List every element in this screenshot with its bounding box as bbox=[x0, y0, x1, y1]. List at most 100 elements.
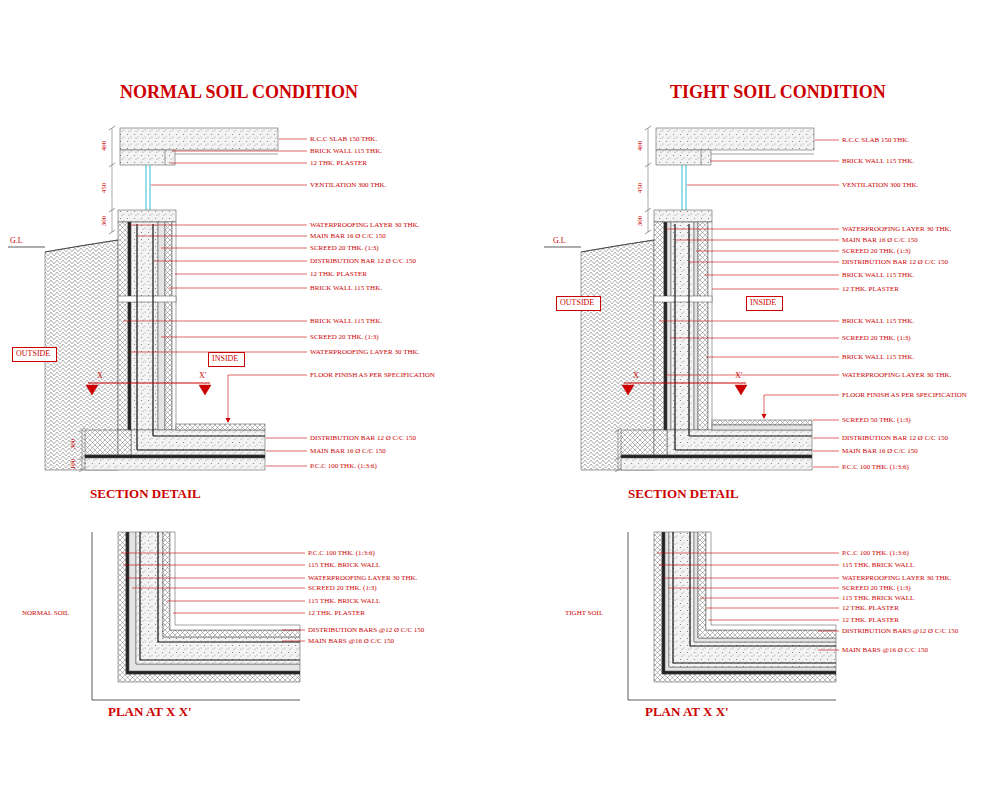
dimension-label: 400 bbox=[637, 141, 644, 152]
leader-line bbox=[161, 248, 307, 249]
dimension-label: X' bbox=[735, 372, 742, 380]
dimension-label: 300 bbox=[70, 439, 77, 450]
leader-line bbox=[228, 375, 307, 376]
callout-label: FLOOR FINISH AS PER SPECIFICATION bbox=[842, 392, 967, 399]
leader-line bbox=[127, 578, 305, 579]
leader-line bbox=[167, 601, 305, 602]
leader-line bbox=[666, 375, 839, 376]
dimension-label: NORMAL SOIL bbox=[22, 610, 69, 617]
leader-line bbox=[670, 338, 839, 339]
callout-label: P.C.C 100 THK. (1:3:6) bbox=[310, 463, 377, 470]
leader-line bbox=[279, 139, 307, 140]
leader-line bbox=[706, 608, 839, 609]
dimension-label: 450 bbox=[637, 183, 644, 194]
callout-label: WATERPROOFING LAYER 30 THK. bbox=[842, 575, 951, 582]
leader-arrow bbox=[226, 418, 231, 423]
leader-line bbox=[706, 357, 839, 358]
callout-label: FLOOR FINISH AS PER SPECIFICATION bbox=[310, 372, 435, 379]
leader-line bbox=[687, 185, 839, 186]
leader-line bbox=[154, 261, 307, 262]
region-label: OUTSIDE bbox=[560, 299, 597, 307]
leader-line bbox=[659, 321, 839, 322]
leader-line bbox=[132, 588, 305, 589]
leader-line bbox=[705, 275, 839, 276]
dimension-label: TIGHT SOIL bbox=[565, 610, 603, 617]
leader-line bbox=[818, 631, 839, 632]
callout-label: DISTRIBUTION BAR 12 Ø C/C 150 bbox=[310, 435, 416, 442]
leader-line bbox=[266, 466, 307, 467]
leader-line bbox=[764, 395, 839, 396]
heading-label: PLAN AT X X' bbox=[108, 705, 192, 718]
leader-line bbox=[815, 140, 839, 141]
leader-line bbox=[813, 438, 839, 439]
callout-label: BRICK WALL 115 THK. bbox=[842, 354, 914, 361]
callout-label: MAIN BAR 16 Ø C/C 150 bbox=[310, 448, 386, 455]
leader-line bbox=[659, 565, 839, 566]
callout-label: P.C.C 100 THK. (1:3:6) bbox=[308, 550, 375, 557]
dimension-label: 300 bbox=[101, 216, 108, 227]
leader-line bbox=[700, 598, 839, 599]
leader-line bbox=[666, 229, 839, 230]
leader-line bbox=[663, 578, 839, 579]
leader-line bbox=[123, 321, 307, 322]
dimension-label: X bbox=[633, 372, 639, 380]
callout-label: SCREED 20 THK. (1:3) bbox=[842, 585, 911, 592]
callout-label: DISTRIBUTION BAR 12 Ø C/C 150 bbox=[310, 258, 416, 265]
callout-label: R.C.C SLAB 150 THK. bbox=[310, 136, 377, 143]
region-label: INSIDE bbox=[750, 299, 779, 307]
callout-label: BRICK WALL 115 THK. bbox=[842, 158, 914, 165]
region-tag: OUTSIDE bbox=[12, 347, 57, 362]
leader-line bbox=[161, 337, 307, 338]
leader-line bbox=[696, 251, 839, 252]
heading-label: PLAN AT X X' bbox=[645, 705, 729, 718]
callout-label: MAIN BAR 16 Ø C/C 150 bbox=[310, 233, 386, 240]
dimension-label: 300 bbox=[637, 216, 644, 227]
leader-line bbox=[175, 274, 307, 275]
callout-label: BRICK WALL 115 THK. bbox=[310, 285, 382, 292]
callout-label: P.C.C 100 THK. (1:3:6) bbox=[842, 550, 909, 557]
callout-label: MAIN BARS @16 Ø C/C 150 bbox=[842, 647, 928, 654]
heading-label: TIGHT SOIL CONDITION bbox=[670, 83, 886, 101]
callout-label: DISTRIBUTION BARS @12 Ø C/C 150 bbox=[842, 628, 958, 635]
region-tag: OUTSIDE bbox=[556, 296, 601, 311]
callout-label: WATERPROOFING LAYER 30 THK. bbox=[842, 226, 951, 233]
callout-label: 115 THK. BRICK WALL bbox=[842, 595, 914, 602]
callout-label: 115 THK. BRICK WALL bbox=[308, 598, 380, 605]
dimension-label: 400 bbox=[101, 141, 108, 152]
callout-label: BRICK WALL 115 THK. bbox=[842, 318, 914, 325]
callout-label: SCREED 20 THK. (1:3) bbox=[310, 334, 379, 341]
region-label: OUTSIDE bbox=[16, 350, 53, 358]
leader-arrow bbox=[762, 414, 767, 419]
callout-label: SCREED 20 THK. (1:3) bbox=[842, 335, 911, 342]
leader-line bbox=[173, 613, 305, 614]
callout-label: DISTRIBUTION BAR 12 Ø C/C 150 bbox=[842, 435, 948, 442]
callout-label: WATERPROOFING LAYER 30 THK. bbox=[310, 222, 419, 229]
callout-label: BRICK WALL 115 THK. bbox=[310, 148, 382, 155]
region-tag: INSIDE bbox=[746, 296, 783, 311]
leader-line bbox=[710, 161, 839, 162]
dimension-label: 100 bbox=[70, 459, 77, 470]
dimension-label: G.L bbox=[553, 237, 566, 245]
callout-label: VENTILATION 300 THK. bbox=[310, 182, 386, 189]
leader-line bbox=[708, 620, 839, 621]
heading-label: SECTION DETAIL bbox=[628, 487, 739, 500]
dimension-label: X bbox=[97, 372, 103, 380]
callout-label: SCREED 20 THK. (1:3) bbox=[842, 248, 911, 255]
callout-label: 12 THK. PLASTER bbox=[842, 617, 899, 624]
leader-line bbox=[764, 395, 765, 415]
callout-label: BRICK WALL 115 THK. bbox=[842, 272, 914, 279]
leader-line bbox=[657, 553, 839, 554]
callout-label: MAIN BARS @16 Ø C/C 150 bbox=[308, 638, 394, 645]
callout-label: P.C.C 100 THK. (1:3:6) bbox=[842, 464, 909, 471]
callout-label: 12 THK. PLASTER bbox=[310, 271, 367, 278]
leader-line bbox=[813, 420, 839, 421]
callout-label: WATERPROOFING LAYER 30 THK. bbox=[842, 372, 951, 379]
leader-line bbox=[675, 240, 839, 241]
region-label: INSIDE bbox=[212, 355, 241, 363]
leader-line bbox=[813, 451, 839, 452]
leader-line bbox=[813, 467, 839, 468]
callout-label: 12 THK. PLASTER bbox=[842, 605, 899, 612]
leader-line bbox=[172, 151, 307, 152]
callout-label: BRICK WALL 115 THK. bbox=[310, 318, 382, 325]
